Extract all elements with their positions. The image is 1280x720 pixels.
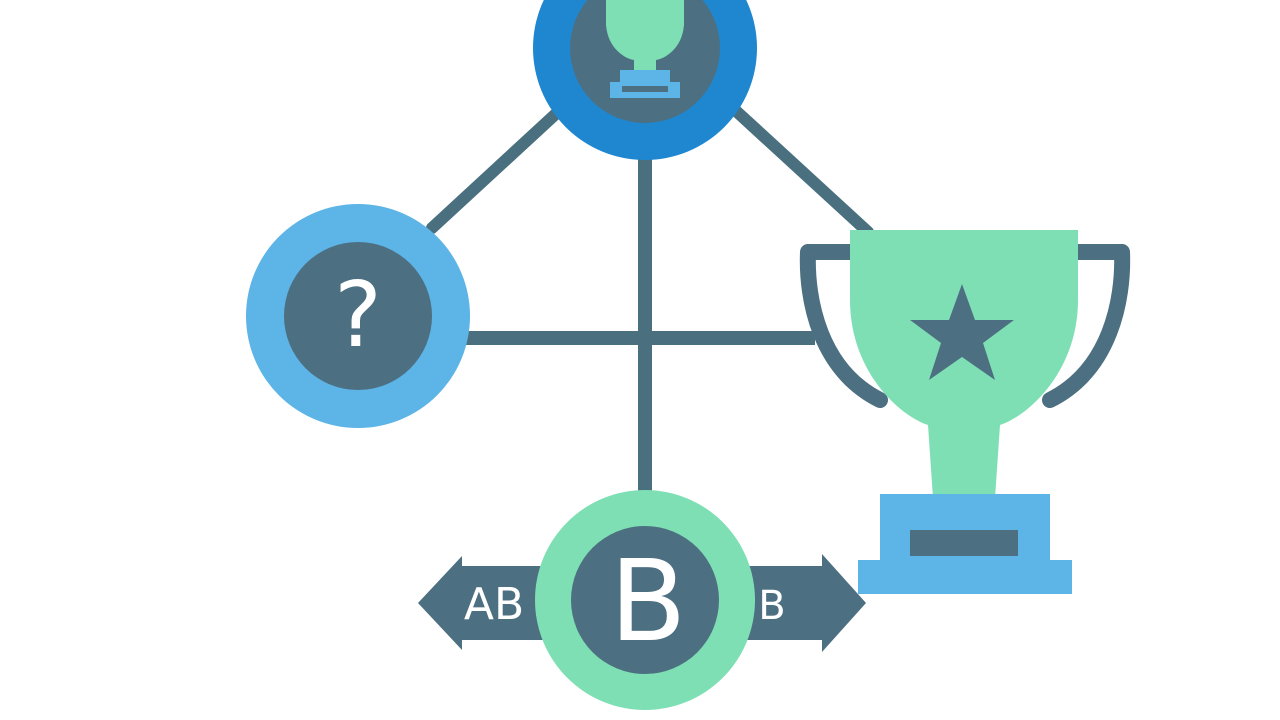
trophy <box>799 230 1131 594</box>
left-arrow: AB <box>418 556 552 650</box>
trophy-icon <box>606 0 684 98</box>
left-arrow-label: AB <box>464 579 524 630</box>
star-icon <box>910 284 1014 380</box>
right-arrow-label: B <box>758 583 785 629</box>
question-mark-icon: ? <box>334 263 382 368</box>
connector-question-to-top <box>426 104 566 234</box>
trophy-plaque <box>910 530 1018 556</box>
connector-lines <box>426 104 874 495</box>
trophy-left-handle <box>799 244 888 408</box>
bottom-node: AB B B <box>418 490 866 710</box>
trophy-right-handle <box>1042 244 1131 408</box>
connector-top-to-trophy <box>729 104 874 238</box>
right-arrow: B <box>733 554 866 652</box>
question-node: ? <box>246 204 470 428</box>
trophy-cup <box>850 230 1078 498</box>
trophy-base <box>858 560 1072 594</box>
top-node <box>533 0 757 160</box>
letter-b-icon: B <box>610 537 687 667</box>
